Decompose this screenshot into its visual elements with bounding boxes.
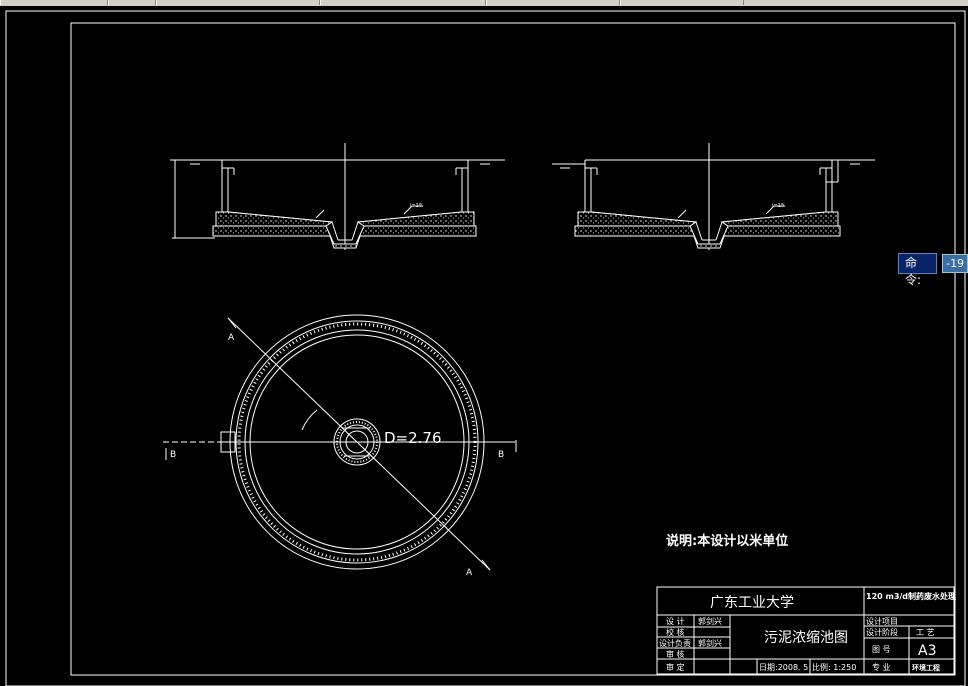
name-design: 郭剑兴 xyxy=(698,616,722,626)
section-mark-b-right: B xyxy=(498,450,504,460)
drawing-name: 污泥浓缩池图 xyxy=(764,630,848,646)
role-check: 校 核 xyxy=(666,627,685,637)
role-responsible: 设计负责 xyxy=(659,638,691,648)
toolbar-segment[interactable] xyxy=(108,0,156,5)
command-label: 命令: xyxy=(898,253,938,287)
section-mark-a-bottom: A xyxy=(466,568,473,578)
toolbar-segment[interactable] xyxy=(620,0,744,5)
drawing-scale: 比例: 1:250 xyxy=(812,662,856,672)
label-design-project: 设计项目 xyxy=(866,616,898,626)
name-responsible: 郭剑兴 xyxy=(698,638,722,648)
command-line: 命令: -19 xyxy=(898,253,968,287)
drawing-date: 日期:2008. 5 xyxy=(759,663,808,672)
section-mark-a-top: A xyxy=(228,333,235,343)
toolbar-segment[interactable] xyxy=(486,0,620,5)
toolbar-segment[interactable] xyxy=(0,0,108,5)
value-stage: 工 艺 xyxy=(916,628,935,637)
slope-label-left: i=1% xyxy=(410,203,424,209)
slope-label-right: i=1% xyxy=(772,203,786,209)
toolbar-strip xyxy=(0,0,968,6)
label-drawing-no: 图 号 xyxy=(872,645,891,654)
drawing-canvas[interactable]: 说明:本设计以米单位 D=2.76 A A B B i=1% i=1% 广东工业… xyxy=(0,6,968,686)
outer-frame xyxy=(5,10,966,686)
section-mark-b-left: B xyxy=(170,450,176,460)
command-input[interactable]: -19 xyxy=(942,254,968,273)
drawing-note: 说明:本设计以米单位 xyxy=(666,533,788,549)
role-review: 审 核 xyxy=(666,649,685,659)
university-name: 广东工业大学 xyxy=(710,595,794,611)
project-name: 120 m3/d制药废水处理 xyxy=(866,591,956,601)
title-block xyxy=(656,586,955,675)
value-size: A3 xyxy=(918,643,936,659)
diameter-label: D=2.76 xyxy=(384,429,442,447)
role-design: 设 计 xyxy=(666,616,685,626)
toolbar-segment[interactable] xyxy=(320,0,486,5)
label-design-stage: 设计阶段 xyxy=(866,627,898,637)
inner-frame xyxy=(70,22,956,676)
role-approve: 审 定 xyxy=(666,662,685,672)
plan-view xyxy=(163,314,517,571)
toolbar-segment[interactable] xyxy=(156,0,320,5)
label-major: 专 业 xyxy=(872,662,891,672)
value-major: 环境工程 xyxy=(912,663,940,672)
